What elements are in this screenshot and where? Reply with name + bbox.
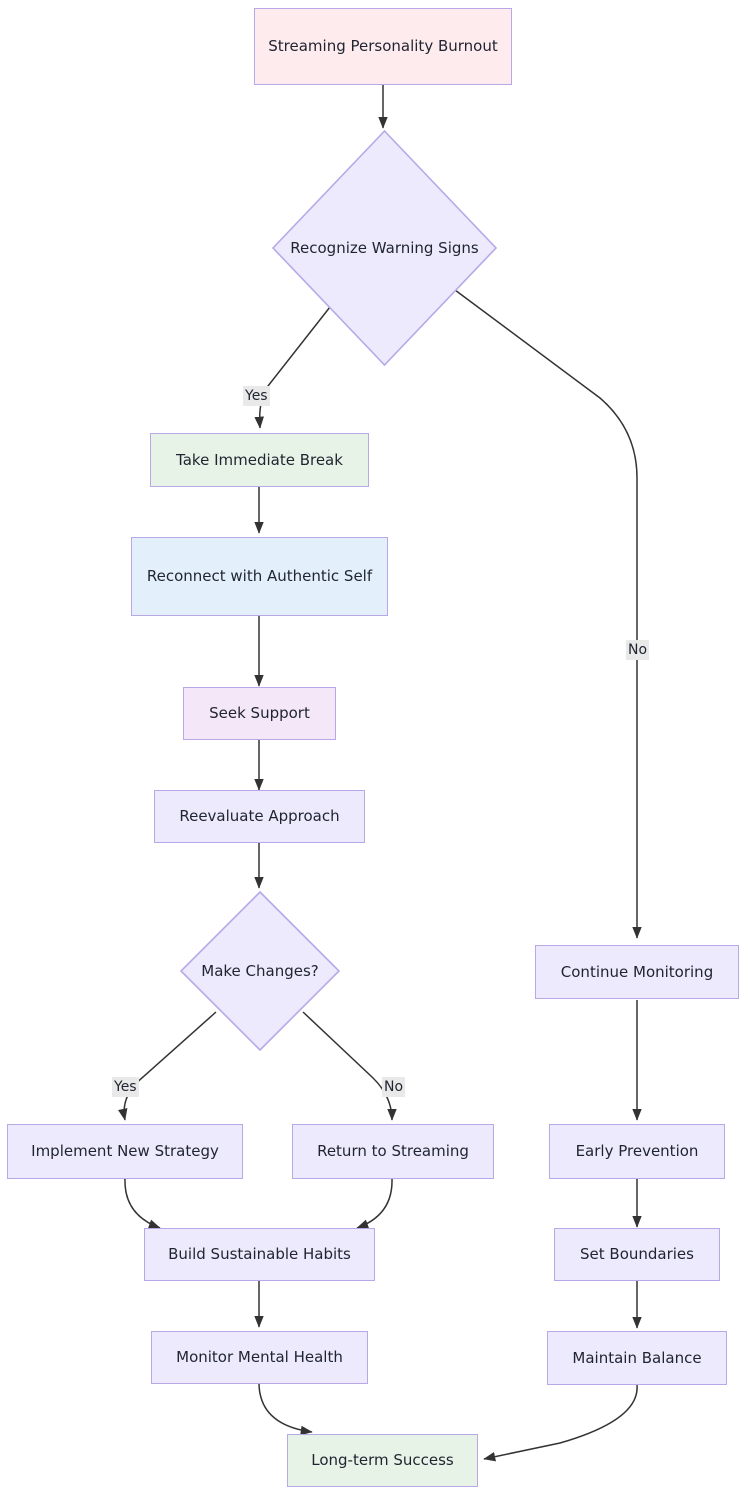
diamond-shape	[272, 130, 497, 366]
node-label-wrap: Recognize Warning Signs	[272, 130, 497, 366]
node-recognize-warning-signs[interactable]: Recognize Warning Signs	[272, 130, 497, 366]
node-label: Seek Support	[209, 704, 310, 723]
node-label: Reevaluate Approach	[179, 807, 340, 826]
edge-recognize-to-monitoring	[454, 289, 642, 939]
node-label: Recognize Warning Signs	[290, 239, 479, 257]
node-maintain-balance[interactable]: Maintain Balance	[547, 1331, 727, 1385]
node-label: Take Immediate Break	[176, 450, 343, 469]
diamond-shape	[180, 891, 340, 1051]
edge-label-text: No	[628, 642, 648, 658]
edge-label-text: Yes	[245, 388, 268, 404]
node-continue-monitoring[interactable]: Continue Monitoring	[535, 945, 739, 999]
edge-balance-to-success	[483, 1384, 638, 1462]
edge-label-no-recognize: No	[626, 640, 650, 660]
node-long-term-success[interactable]: Long-term Success	[287, 1434, 478, 1487]
edge-return-to-habits	[356, 1178, 393, 1229]
node-reconnect-with-authentic-self[interactable]: Reconnect with Authentic Self	[131, 537, 388, 616]
node-label: Continue Monitoring	[560, 962, 714, 981]
node-label: Build Sustainable Habits	[168, 1245, 351, 1264]
node-build-sustainable-habits[interactable]: Build Sustainable Habits	[144, 1228, 375, 1281]
node-label: Monitor Mental Health	[176, 1348, 343, 1367]
node-label: Maintain Balance	[572, 1348, 702, 1367]
edge-label-text: Yes	[114, 1079, 137, 1095]
edge-label-yes-recognize: Yes	[243, 386, 270, 406]
node-label: Streaming Personality Burnout	[268, 37, 498, 56]
node-reevaluate-approach[interactable]: Reevaluate Approach	[154, 790, 365, 843]
node-streaming-personality-burnout[interactable]: Streaming Personality Burnout	[254, 8, 512, 85]
node-set-boundaries[interactable]: Set Boundaries	[554, 1228, 720, 1281]
node-label-wrap: Make Changes?	[180, 891, 340, 1051]
node-label: Set Boundaries	[580, 1245, 694, 1264]
node-take-immediate-break[interactable]: Take Immediate Break	[150, 433, 369, 487]
edge-implement-to-habits	[124, 1178, 161, 1229]
edge-label-no-changes: No	[382, 1077, 406, 1097]
node-return-to-streaming[interactable]: Return to Streaming	[292, 1124, 494, 1179]
node-label: Return to Streaming	[317, 1142, 469, 1161]
node-label: Implement New Strategy	[31, 1142, 219, 1161]
node-label: Reconnect with Authentic Self	[146, 567, 373, 586]
node-label: Early Prevention	[575, 1142, 699, 1161]
node-label: Long-term Success	[311, 1451, 454, 1470]
node-make-changes[interactable]: Make Changes?	[180, 891, 340, 1051]
node-implement-new-strategy[interactable]: Implement New Strategy	[7, 1124, 243, 1179]
node-label: Make Changes?	[201, 962, 319, 980]
edge-monitorhealth-to-success	[258, 1383, 313, 1436]
node-monitor-mental-health[interactable]: Monitor Mental Health	[151, 1331, 368, 1384]
edge-label-yes-changes: Yes	[112, 1077, 139, 1097]
node-early-prevention[interactable]: Early Prevention	[549, 1124, 725, 1179]
node-seek-support[interactable]: Seek Support	[183, 687, 336, 740]
edge-label-text: No	[384, 1079, 404, 1095]
